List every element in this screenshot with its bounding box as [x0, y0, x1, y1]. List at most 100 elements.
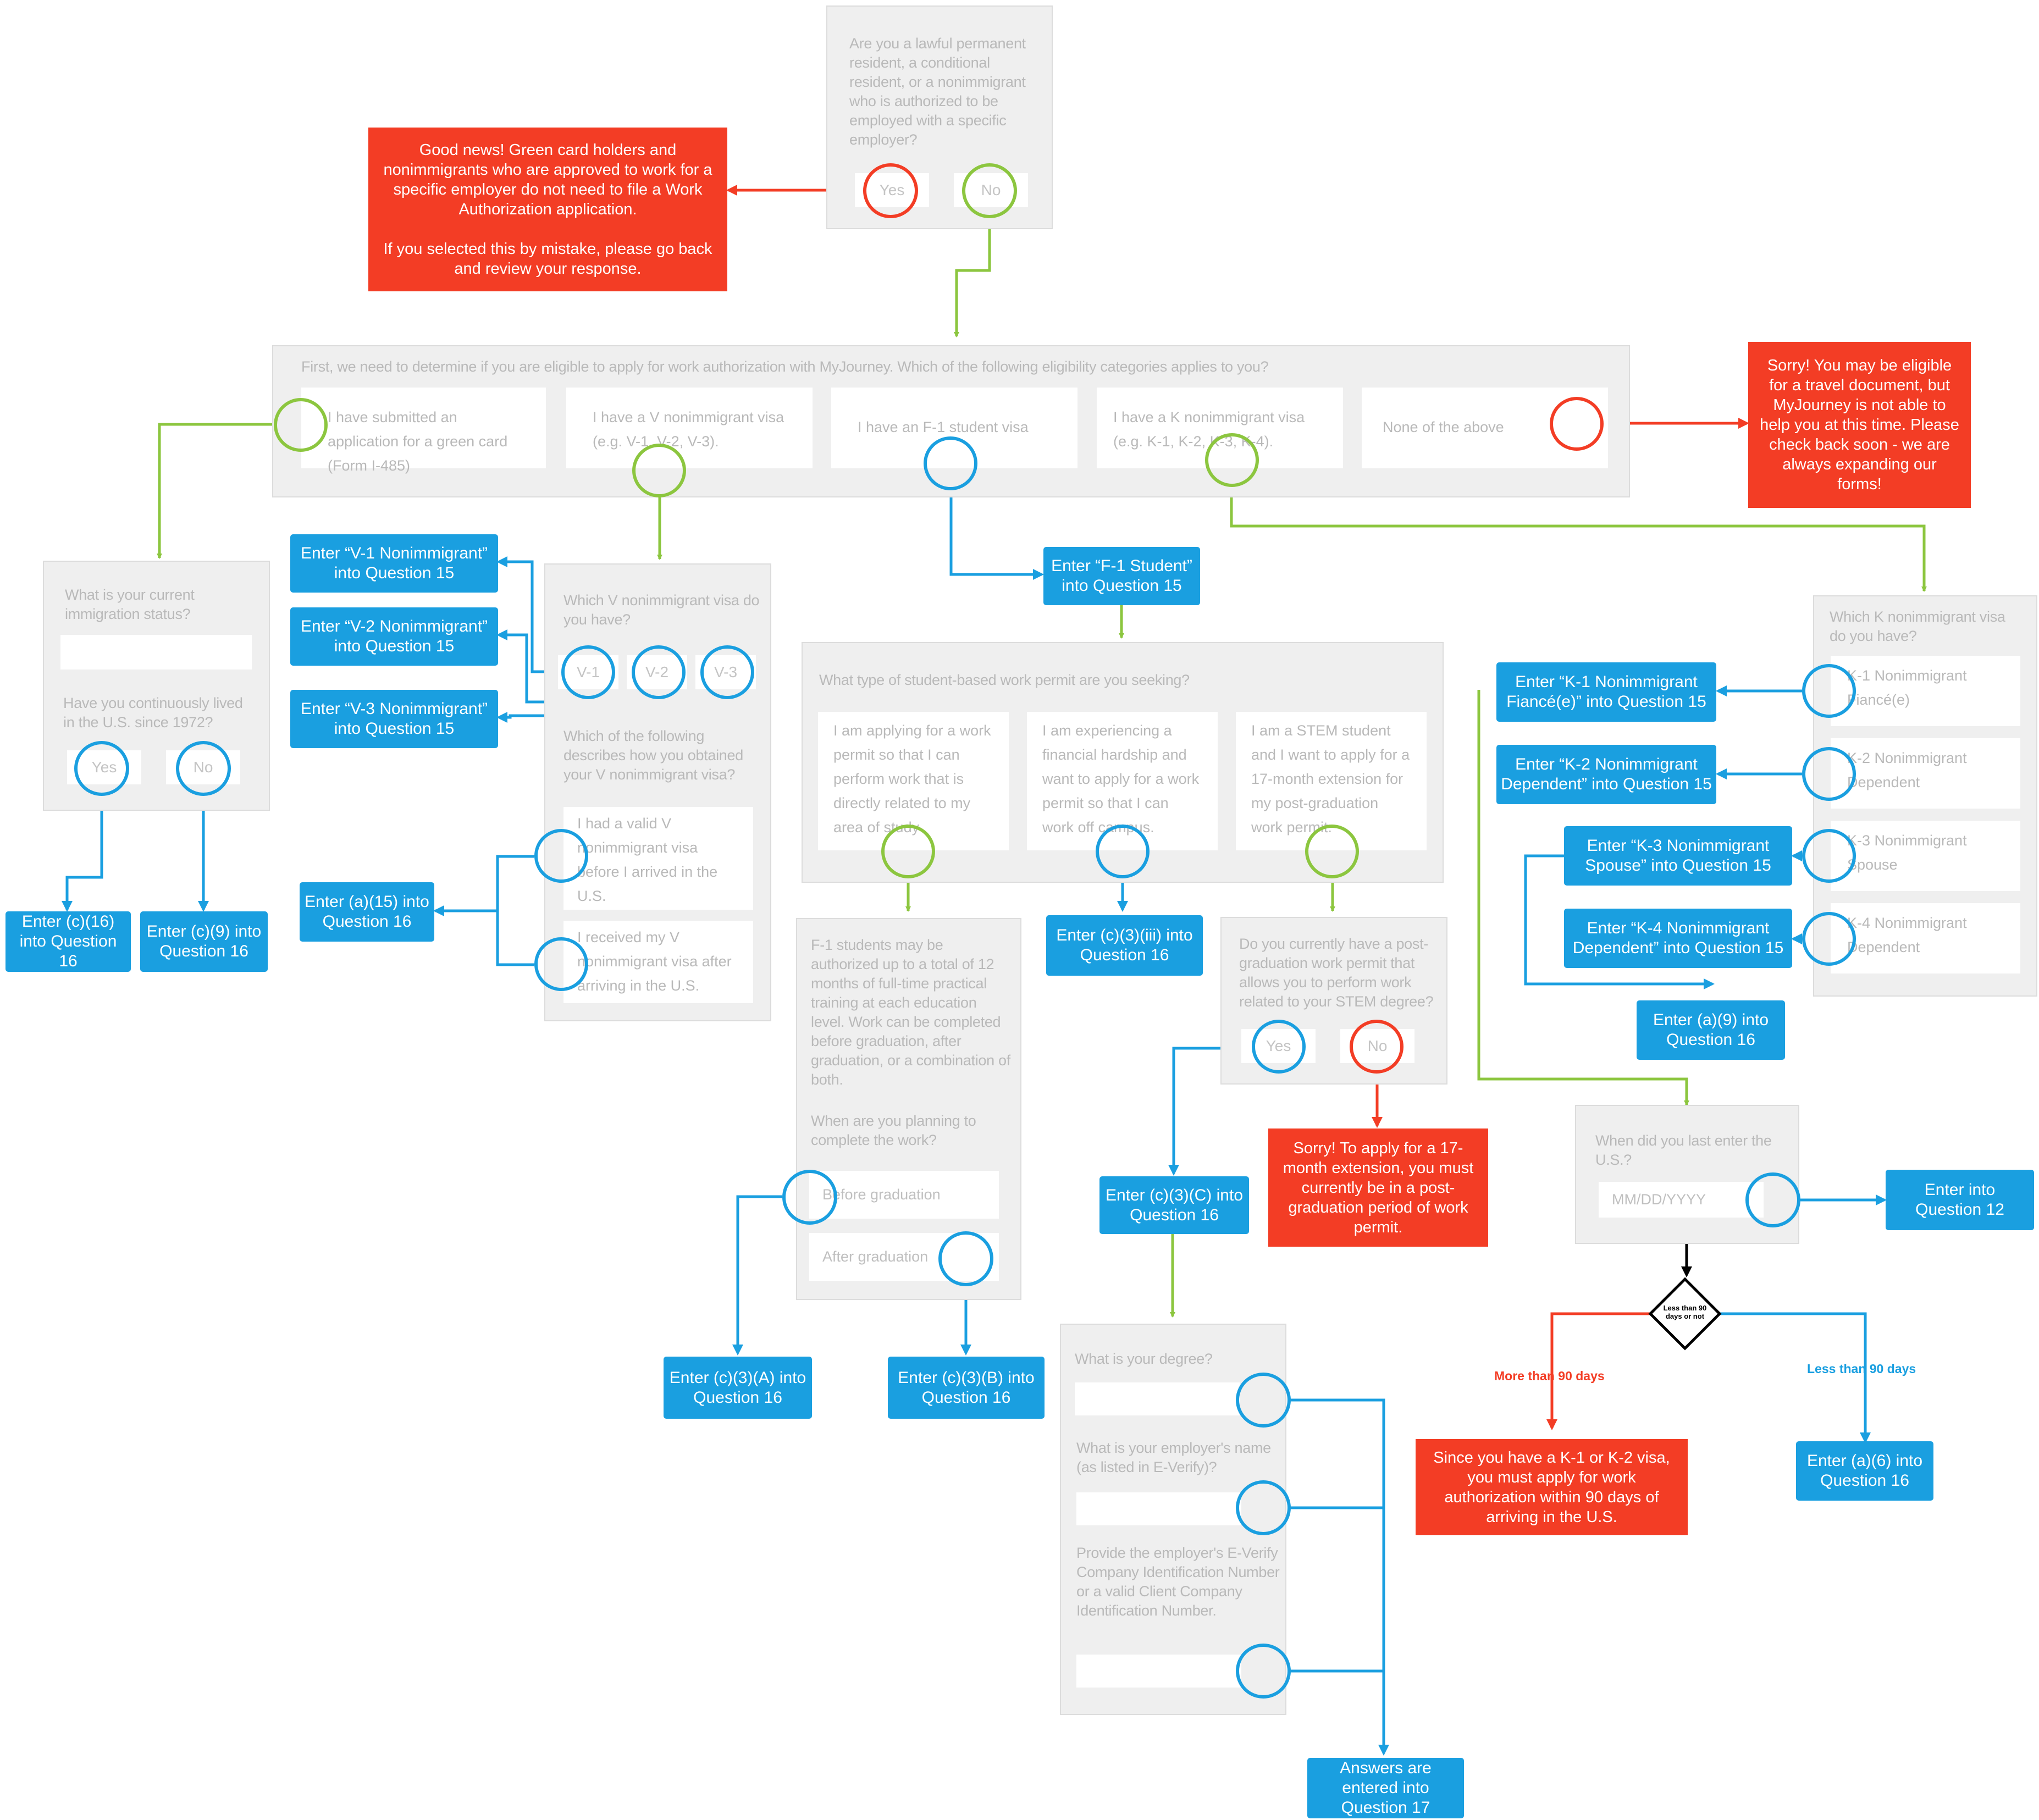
question-f1-when: When are you planning to complete the wo… — [811, 1113, 976, 1148]
decision-diamond — [1648, 1277, 1722, 1351]
f1-option-stem[interactable]: I am a STEM student and I want to apply … — [1236, 712, 1427, 850]
v-after-ring — [534, 937, 588, 991]
line-before — [732, 1195, 782, 1356]
option-v-visa[interactable]: I have a V nonimmigrant visa (e.g. V-1, … — [566, 388, 813, 468]
entry-date-input[interactable]: MM/DD/YYYY — [1599, 1182, 1764, 1218]
degree-ring — [1236, 1373, 1291, 1428]
f1-connector-ring — [924, 436, 977, 490]
output-k2: Enter “K-2 Nonimmigrant Dependent” into … — [1496, 745, 1716, 804]
v-option-after-arrival[interactable]: I received my V nonimmigrant visa after … — [563, 921, 753, 1003]
line-status-yes — [62, 794, 103, 912]
line-v-opts — [496, 855, 534, 966]
output-k4: Enter “K-4 Nonimmigrant Dependent” into … — [1564, 909, 1792, 968]
output-k1: Enter “K-1 Nonimmigrant Fiancé(e)” into … — [1496, 662, 1716, 722]
option-green-card[interactable]: I have submitted an application for a gr… — [301, 388, 546, 474]
everify-id-input[interactable] — [1076, 1655, 1241, 1688]
output-c16: Enter (c)(16) into Question 16 — [5, 911, 131, 972]
f1-before-graduation-option[interactable]: Before graduation — [809, 1171, 999, 1219]
line-f1 — [949, 490, 1044, 580]
line-greencard — [157, 423, 274, 559]
output-v3: Enter “V-3 Nonimmigrant” into Question 1… — [290, 690, 498, 748]
question-eligibility: First, we need to determine if you are e… — [301, 358, 1269, 375]
question-employer-name: What is your employer's name (as listed … — [1076, 1440, 1271, 1475]
output-v2: Enter “V-2 Nonimmigrant” into Question 1… — [290, 607, 498, 666]
k4-ring — [1802, 912, 1856, 966]
line-k-to-entry — [1477, 690, 1689, 1106]
v3-ring — [700, 645, 754, 699]
line-no-to-eligibility — [954, 215, 991, 338]
k-option-k1[interactable]: K-1 Nonimmigrant Fiancé(e) — [1831, 656, 2020, 726]
question-lpr: Are you a lawful permanent resident, a c… — [849, 35, 1026, 148]
output-c3c: Enter (c)(3)(C) into Question 16 — [1099, 1176, 1249, 1234]
v-visa-connector-ring — [632, 444, 686, 497]
good-news-message: Good news! Green card holders and nonimm… — [368, 128, 727, 291]
status-no-ring — [176, 741, 231, 796]
decision-label: Less than 90 days or not — [1663, 1304, 1707, 1320]
question-which-v-visa: Which V nonimmigrant visa do you have? — [563, 592, 760, 628]
line-k-visa — [1230, 487, 1927, 592]
output-f1-student: Enter “F-1 Student” into Question 15 — [1043, 547, 1200, 605]
f1-opt3-ring — [1305, 825, 1359, 878]
output-c3a: Enter (c)(3)(A) into Question 16 — [664, 1357, 812, 1419]
k-option-k4[interactable]: K-4 Nonimmigrant Dependent — [1831, 903, 2020, 973]
k-option-k2[interactable]: K-2 Nonimmigrant Dependent — [1831, 738, 2020, 809]
k-option-k3[interactable]: K-3 Nonimmigrant Spouse — [1831, 821, 2020, 891]
stem-yes-ring — [1252, 1020, 1306, 1074]
f1-after-ring — [938, 1231, 993, 1286]
k3-ring — [1802, 829, 1856, 883]
v-option-before-arrival[interactable]: I had a valid V nonimmigrant visa before… — [563, 807, 753, 910]
question-lived-since-1972: Have you continuously lived in the U.S. … — [63, 695, 243, 731]
k2-ring — [1802, 747, 1856, 801]
v-before-ring — [534, 829, 588, 883]
green-card-connector-ring — [274, 398, 328, 452]
output-c9: Enter (c)(9) into Question 16 — [140, 911, 268, 972]
output-c3b: Enter (c)(3)(B) into Question 16 — [888, 1357, 1045, 1419]
line-less-90 — [1720, 1312, 1871, 1443]
everify-ring — [1236, 1644, 1291, 1699]
stem-no-ring — [1350, 1020, 1403, 1074]
label-more-90: More than 90 days — [1494, 1369, 1605, 1383]
employer-ring — [1236, 1480, 1291, 1535]
degree-input[interactable] — [1075, 1382, 1240, 1415]
output-q17: Answers are entered into Question 17 — [1307, 1758, 1464, 1818]
question-current-status: What is your current immigration status? — [65, 587, 195, 622]
output-a15: Enter (a)(15) into Question 16 — [300, 882, 434, 942]
question-stem-permit: Do you currently have a post-graduation … — [1239, 936, 1434, 1010]
line-more-90 — [1546, 1312, 1651, 1430]
question-degree: What is your degree? — [1075, 1351, 1213, 1367]
yes-connector-ring — [863, 163, 918, 218]
f1-before-ring — [782, 1170, 837, 1225]
output-v1: Enter “V-1 Nonimmigrant” into Question 1… — [290, 534, 498, 593]
k1-ring — [1802, 664, 1856, 718]
question-last-entry: When did you last enter the U.S.? — [1595, 1132, 1772, 1168]
line-degree — [1289, 1398, 1389, 1756]
question-f1-type: What type of student-based work permit a… — [819, 672, 1190, 688]
output-a6: Enter (a)(6) into Question 16 — [1796, 1441, 1933, 1501]
sorry-travel-message: Sorry! You may be eligible for a travel … — [1748, 342, 1971, 508]
sorry-k-message: Since you have a K-1 or K-2 visa, you mu… — [1416, 1439, 1688, 1535]
f1-info-text: F-1 students may be authorized up to a t… — [811, 937, 1010, 1088]
output-c3iii: Enter (c)(3)(iii) into Question 16 — [1046, 915, 1203, 976]
output-k3: Enter “K-3 Nonimmigrant Spouse” into Que… — [1564, 826, 1792, 886]
f1-opt2-ring — [1096, 825, 1150, 878]
f1-opt1-ring — [881, 825, 935, 878]
no-connector-ring — [962, 163, 1017, 218]
label-less-90: Less than 90 days — [1807, 1362, 1916, 1376]
status-yes-ring — [74, 741, 129, 796]
none-connector-ring — [1550, 397, 1604, 451]
status-input[interactable] — [60, 635, 252, 670]
line-k3k4-a9 — [1524, 854, 1715, 989]
k-visa-connector-ring — [1205, 433, 1259, 487]
entry-date-ring — [1745, 1172, 1800, 1227]
v1-ring — [561, 645, 615, 699]
sorry-stem-message: Sorry! To apply for a 17-month extension… — [1268, 1128, 1488, 1247]
output-a9: Enter (a)(9) into Question 16 — [1637, 1000, 1785, 1060]
question-which-k-visa: Which K nonimmigrant visa do you have? — [1830, 608, 2005, 644]
question-everify-id: Provide the employer's E-Verify Company … — [1076, 1545, 1280, 1619]
v2-ring — [632, 645, 686, 699]
output-q12: Enter into Question 12 — [1886, 1170, 2034, 1230]
question-how-obtained-v: Which of the following describes how you… — [563, 728, 743, 783]
employer-name-input[interactable] — [1076, 1492, 1241, 1525]
